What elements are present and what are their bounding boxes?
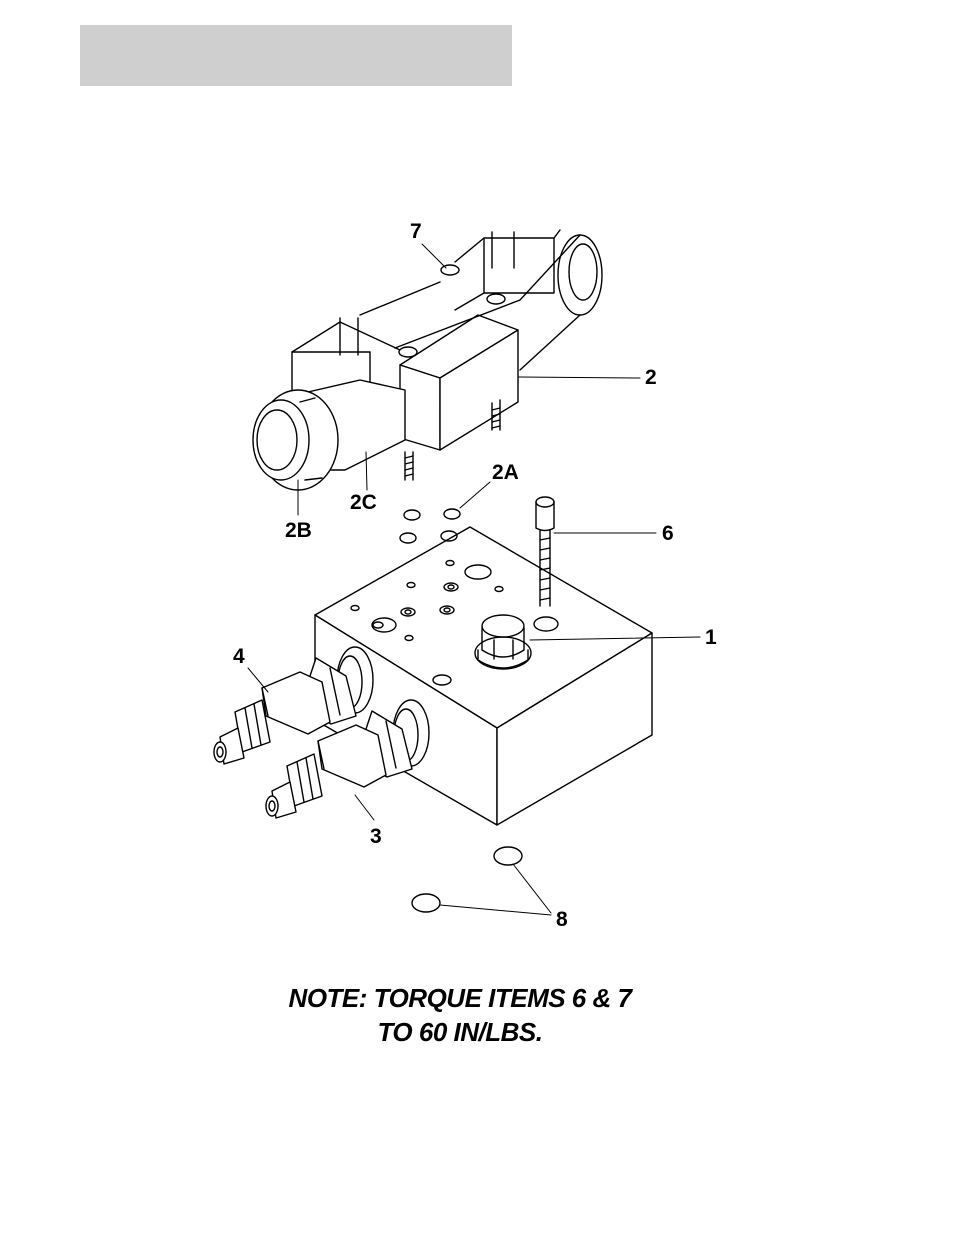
callout-1: 1 xyxy=(705,626,717,649)
callout-3: 3 xyxy=(370,825,382,848)
callout-8: 8 xyxy=(556,908,568,931)
o-rings-item-8 xyxy=(412,847,522,912)
callout-7: 7 xyxy=(410,220,422,243)
solenoid-valve-item-2 xyxy=(253,230,602,490)
callout-2b: 2B xyxy=(285,519,312,542)
callout-2: 2 xyxy=(645,366,657,389)
torque-note-line-1: NOTE: TORQUE ITEMS 6 & 7 xyxy=(200,983,720,1014)
callout-2c: 2C xyxy=(350,491,377,514)
callout-2a: 2A xyxy=(492,461,519,484)
torque-note-line-2: TO 60 IN/LBS. xyxy=(200,1017,720,1048)
callout-6: 6 xyxy=(662,522,674,545)
callout-4: 4 xyxy=(233,645,245,668)
